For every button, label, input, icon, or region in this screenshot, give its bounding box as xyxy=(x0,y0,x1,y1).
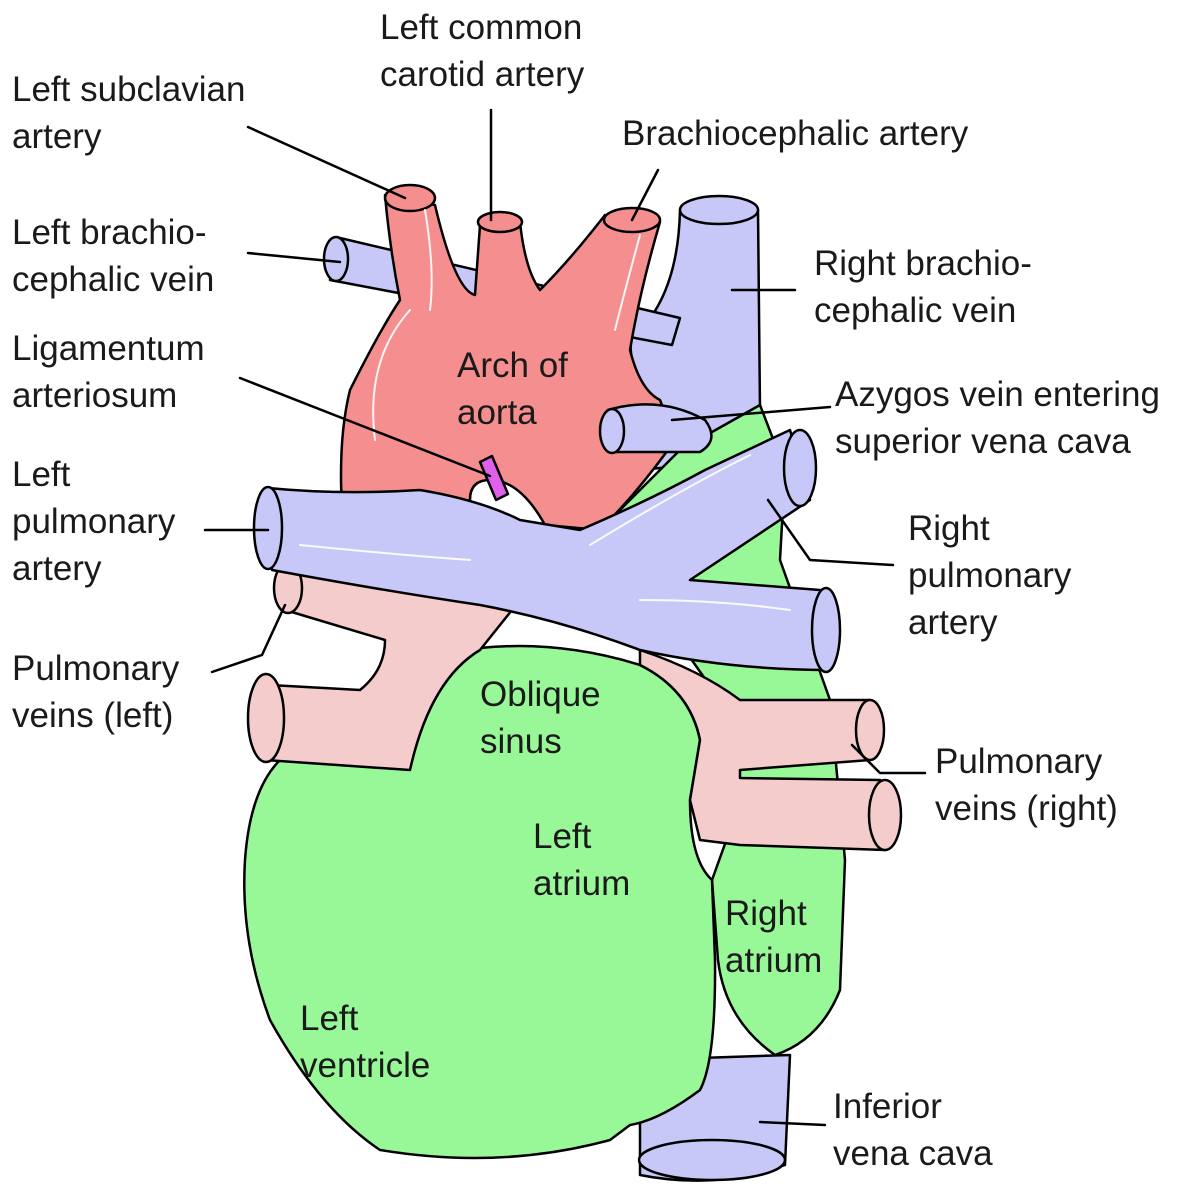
label-inferior-vena-cava: Inferior vena cava xyxy=(833,1083,993,1177)
label-right-atrium: Right atrium xyxy=(725,890,822,984)
label-oblique-sinus: Oblique sinus xyxy=(480,671,601,765)
label-left-pulmonary-artery: Left pulmonary artery xyxy=(12,451,175,592)
label-left-ventricle: Left ventricle xyxy=(300,995,430,1089)
label-left-atrium: Left atrium xyxy=(533,813,630,907)
label-left-brachiocephalic-vein: Left brachio- cephalic vein xyxy=(12,209,214,303)
label-left-subclavian-artery: Left subclavian artery xyxy=(12,66,245,160)
label-pulmonary-veins-left: Pulmonary veins (left) xyxy=(12,645,179,739)
label-pulmonary-veins-right: Pulmonary veins (right) xyxy=(935,738,1118,832)
label-ligamentum-arteriosum: Ligamentum arteriosum xyxy=(12,325,205,419)
leader-pulmonary-veins-left xyxy=(212,605,285,672)
label-arch-of-aorta: Arch of aorta xyxy=(457,342,568,436)
label-right-pulmonary-artery: Right pulmonary artery xyxy=(908,505,1071,646)
label-right-brachiocephalic-vein: Right brachio- cephalic vein xyxy=(814,240,1032,334)
label-azygos-vein: Azygos vein entering superior vena cava xyxy=(835,371,1160,465)
label-left-common-carotid-artery: Left common carotid artery xyxy=(380,4,584,98)
label-brachiocephalic-artery: Brachiocephalic artery xyxy=(622,110,968,157)
leader-left-subclavian-artery xyxy=(248,127,405,198)
